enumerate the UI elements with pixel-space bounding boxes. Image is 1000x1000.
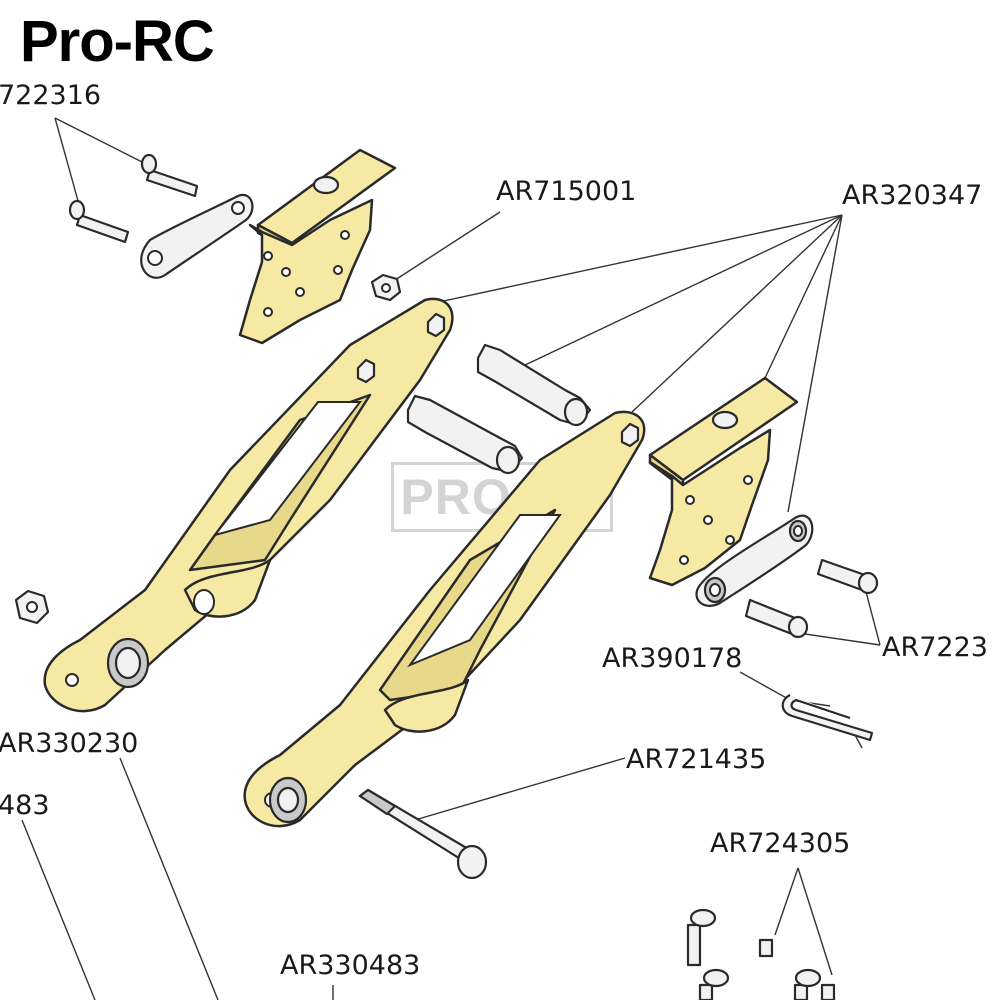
leader-lines — [21, 117, 881, 1000]
hinge-pin-lower — [68, 199, 130, 244]
set-screw-2 — [820, 983, 836, 1000]
label-ar724305: AR724305 — [710, 828, 851, 859]
hinge-pin-right-lower — [744, 598, 809, 639]
label-ar483: 483 — [0, 790, 50, 821]
label-ar722316: 722316 — [0, 80, 102, 111]
label-ar721435: AR721435 — [626, 744, 767, 775]
bushing-spacer-upper — [476, 343, 592, 427]
bushing-spacer-lower — [406, 394, 524, 475]
hinge-pin-right-upper — [816, 558, 879, 595]
label-ar7223: AR7223 — [882, 632, 988, 663]
label-ar715001: AR715001 — [496, 176, 637, 207]
label-ar390178: AR390178 — [602, 643, 743, 674]
small-screw-3 — [793, 968, 822, 1000]
lock-nut-left — [14, 589, 50, 625]
strap-link-left — [140, 193, 254, 279]
shaft-screw — [358, 788, 488, 880]
small-screw-2 — [698, 968, 730, 1000]
label-ar320347: AR320347 — [842, 180, 983, 211]
lock-nut-upper — [370, 273, 402, 302]
strap-link-right — [695, 514, 814, 607]
mount-bracket-right — [648, 376, 799, 587]
trailing-arm-left — [43, 297, 454, 713]
trailing-arm-right — [243, 410, 646, 828]
brand-logo-text: Pro-RC — [20, 9, 215, 74]
label-ar330230: AR330230 — [0, 728, 139, 759]
body-clip — [781, 694, 874, 749]
small-screw-1 — [686, 908, 717, 967]
hinge-pin-upper — [140, 153, 199, 198]
label-ar330483: AR330483 — [280, 950, 421, 981]
set-screw-1 — [758, 938, 774, 958]
mount-bracket-upper — [238, 148, 397, 345]
